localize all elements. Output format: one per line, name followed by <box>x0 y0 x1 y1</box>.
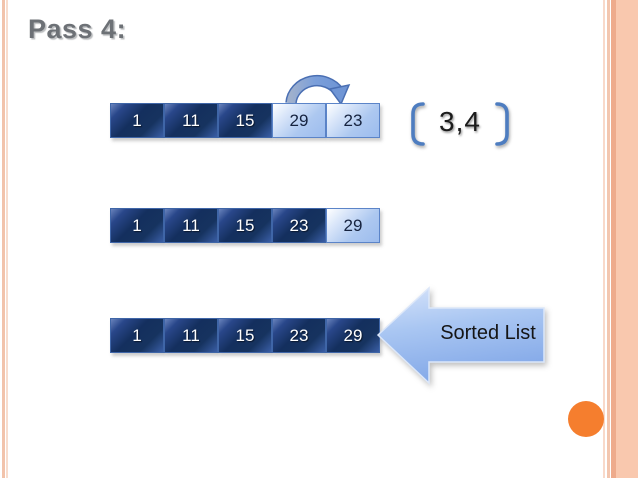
array-cell: 15 <box>218 318 272 353</box>
array-row-1: 1 11 15 29 23 <box>110 103 380 138</box>
array-row-2: 1 11 15 23 29 <box>110 208 380 243</box>
array-cell: 1 <box>110 318 164 353</box>
array-cell: 23 <box>272 318 326 353</box>
right-border-stripe-2 <box>607 0 610 478</box>
array-cell: 1 <box>110 208 164 243</box>
orange-dot-icon <box>568 401 604 437</box>
left-border-stripe-inner <box>6 0 8 478</box>
array-cell: 11 <box>164 318 218 353</box>
left-border-stripe <box>2 0 5 478</box>
sorted-list-label: Sorted List <box>440 322 536 344</box>
array-cell: 11 <box>164 208 218 243</box>
right-border-band <box>616 0 638 478</box>
swap-indices-label: 3,4 <box>439 106 481 137</box>
right-border-stripe-3 <box>611 0 616 478</box>
array-cell-swapped: 29 <box>326 208 380 243</box>
array-cell: 11 <box>164 103 218 138</box>
array-cell: 15 <box>218 208 272 243</box>
sorted-list-arrow: Sorted List <box>376 286 546 386</box>
array-cell-swapped: 29 <box>272 103 326 138</box>
array-cell: 1 <box>110 103 164 138</box>
page-title: Pass 4: <box>28 14 127 44</box>
right-border-stripe-1 <box>603 0 605 478</box>
array-cell: 29 <box>326 318 380 353</box>
swap-arrow-icon <box>284 64 356 106</box>
array-row-3: 1 11 15 23 29 <box>110 318 380 353</box>
array-cell-swapped: 23 <box>326 103 380 138</box>
array-cell: 15 <box>218 103 272 138</box>
array-cell: 23 <box>272 208 326 243</box>
swap-indices-annotation: 3,4 <box>408 100 512 148</box>
